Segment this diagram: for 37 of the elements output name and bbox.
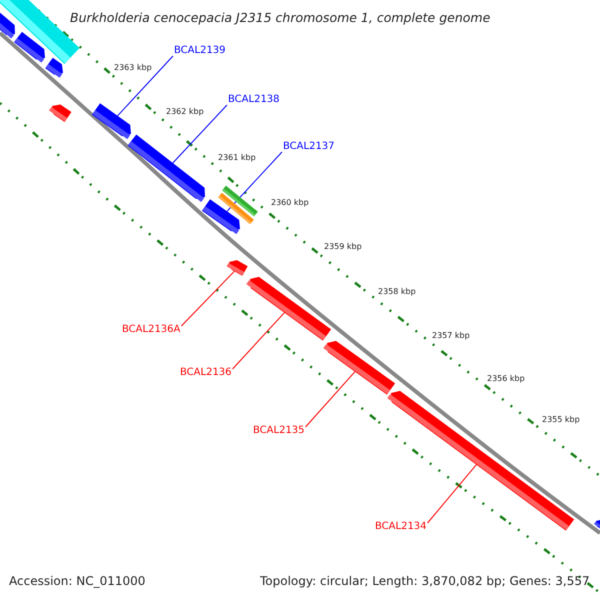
tick-label: 2361 kbp bbox=[218, 154, 256, 163]
leader-line bbox=[226, 152, 282, 212]
tick-label: 2362 kbp bbox=[166, 108, 204, 117]
tick-label: 2358 kbp bbox=[378, 288, 416, 297]
tick-label: 2356 kbp bbox=[487, 375, 525, 384]
gene-label: BCAL2136A bbox=[122, 324, 180, 335]
leader-line bbox=[172, 104, 228, 164]
gene-feature bbox=[246, 276, 332, 341]
tick-label: 2357 kbp bbox=[432, 332, 470, 341]
leader-line bbox=[117, 56, 174, 116]
gene-feature bbox=[45, 58, 63, 78]
gene-label: BCAL2139 bbox=[174, 45, 226, 56]
gene-label: BCAL2135 bbox=[253, 425, 305, 436]
gene-feature bbox=[0, 11, 15, 38]
gene-label: BCAL2137 bbox=[283, 141, 335, 152]
tick-label: 2355 kbp bbox=[542, 416, 580, 425]
gene-label: BCAL2136 bbox=[180, 367, 232, 378]
gene-label: BCAL2134 bbox=[375, 521, 427, 532]
gene-feature bbox=[226, 260, 248, 276]
gene-feature bbox=[128, 134, 205, 202]
tick-label: 2363 kbp bbox=[114, 64, 152, 73]
accession-text: Accession: NC_011000 bbox=[9, 575, 146, 588]
gene-feature bbox=[222, 186, 258, 216]
leader-line bbox=[427, 464, 477, 524]
leader-line bbox=[305, 371, 356, 428]
gene-feature bbox=[594, 520, 600, 528]
gene-label: BCAL2138 bbox=[228, 94, 280, 105]
tick-label: 2360 kbp bbox=[271, 199, 309, 208]
tick-label: 2359 kbp bbox=[324, 243, 362, 252]
genome-summary-text: Topology: circular; Length: 3,870,082 bp; Genes: 3,557 bbox=[260, 575, 590, 588]
gene-feature bbox=[92, 103, 131, 140]
gene-feature bbox=[14, 32, 45, 63]
leader-line bbox=[232, 312, 285, 370]
gene-feature bbox=[323, 340, 396, 395]
title: Burkholderia cenocepacia J2315 chromosome 1, complete genome bbox=[70, 11, 490, 25]
leader-line bbox=[180, 270, 235, 326]
gene-feature bbox=[48, 104, 72, 122]
